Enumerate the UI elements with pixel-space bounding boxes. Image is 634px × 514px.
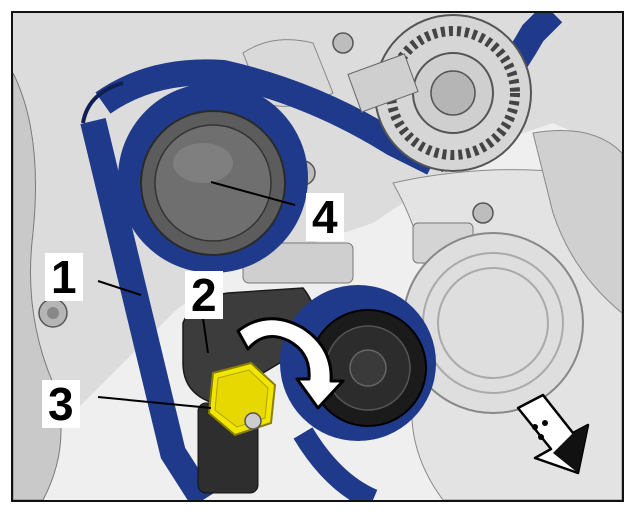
belt-edge (81, 81, 124, 124)
leader-line-3 (97, 396, 212, 409)
bolt-head (472, 202, 494, 224)
diagram-frame: 1 2 3 4 (11, 11, 624, 502)
engine-right-cover (532, 130, 622, 314)
callout-label-3: 3 (42, 380, 80, 428)
bolt-center (47, 307, 59, 319)
drive-belt-top-run (95, 59, 439, 175)
bolt-washer (244, 412, 262, 430)
tensioner-arm-upper (347, 53, 419, 113)
idler-pulley-highlight (173, 143, 233, 183)
leader-line-2 (202, 317, 209, 354)
bolt-head (332, 32, 354, 54)
drive-belt-left-run (80, 117, 214, 500)
drive-belt-lower-run (293, 427, 378, 500)
engine-illustration (13, 13, 622, 500)
large-pulley-groove (437, 267, 549, 379)
callout-label-1: 1 (45, 253, 83, 301)
leader-line-4 (210, 181, 296, 206)
toothed-pulley-center (430, 70, 476, 116)
leader-line-1 (97, 280, 142, 296)
vehicle-direction-arrow-icon (516, 393, 590, 475)
curved-arrow-icon (236, 317, 345, 410)
callout-label-2: 2 (185, 271, 223, 319)
tensioner-pulley-hub (349, 349, 387, 387)
callout-label-4: 4 (306, 193, 344, 241)
